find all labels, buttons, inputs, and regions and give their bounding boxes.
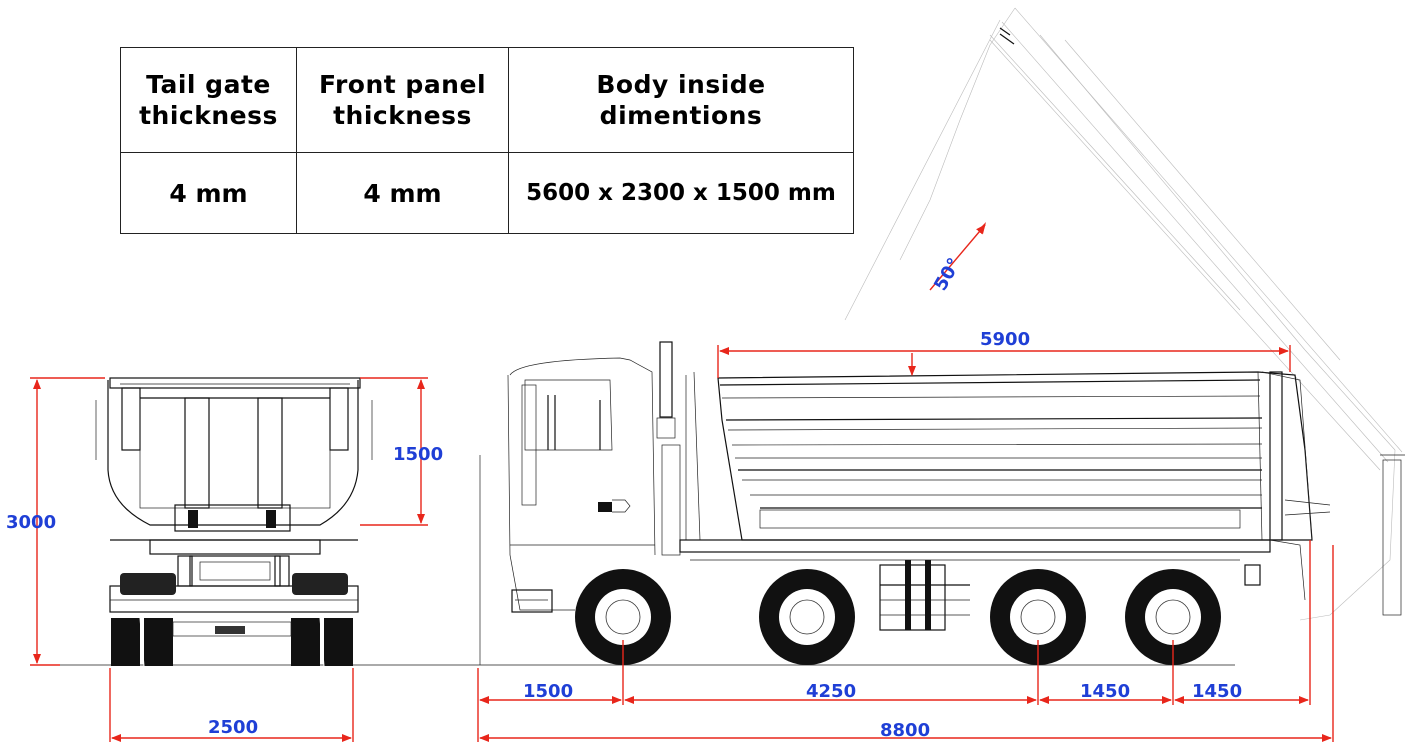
- dimension-labels: 50° 5900 1500 3000 2500 1500 4250 1450 1…: [6, 255, 1242, 741]
- dim-angle-arrow: [929, 224, 986, 291]
- tipped-body-outline: [844, 7, 1405, 621]
- dim-wheelbase-label: 4250: [806, 681, 856, 702]
- header-body-dimensions: Body inside dimentions: [508, 47, 854, 153]
- wheel-second: [759, 569, 855, 665]
- front-view-truck: [95, 377, 373, 667]
- side-view-truck: [479, 7, 1405, 665]
- dimension-lines: [30, 222, 1334, 742]
- dim-total-length-label: 8800: [880, 720, 930, 741]
- header-front-panel-text: Front panel thickness: [318, 70, 487, 130]
- header-tail-gate: Tail gate thickness: [120, 47, 297, 153]
- tipper-body: [717, 371, 1331, 541]
- value-tail-gate: 4 mm: [120, 152, 297, 234]
- dim-angle-label: 50°: [930, 255, 965, 295]
- value-front-panel: 4 mm: [296, 152, 509, 234]
- dim-rear-overhang-label: 1450: [1192, 681, 1242, 702]
- value-body-dimensions: 5600 x 2300 x 1500 mm: [508, 152, 854, 234]
- wheel-third: [990, 569, 1086, 665]
- dim-body-length-label: 5900: [980, 329, 1030, 350]
- dim-front-body-height-label: 1500: [393, 444, 443, 465]
- header-tail-gate-text: Tail gate thickness: [139, 70, 278, 130]
- dim-front-width-label: 2500: [208, 717, 258, 738]
- dim-front-overhang-label: 1500: [523, 681, 573, 702]
- wheel-front: [575, 569, 671, 665]
- chassis: [679, 539, 1306, 631]
- dim-axle-spacing-label: 1450: [1080, 681, 1130, 702]
- exhaust-stack: [659, 341, 673, 418]
- spec-table-header-row: Tail gate thickness Front panel thicknes…: [120, 47, 854, 153]
- dim-front-total-height-label: 3000: [6, 512, 56, 533]
- cab: [479, 357, 656, 665]
- wheel-rear: [1125, 569, 1221, 665]
- spec-table-value-row: 4 mm 4 mm 5600 x 2300 x 1500 mm: [120, 152, 854, 234]
- spec-table: Tail gate thickness Front panel thicknes…: [120, 47, 854, 234]
- header-body-dimensions-text: Body inside dimentions: [596, 70, 766, 130]
